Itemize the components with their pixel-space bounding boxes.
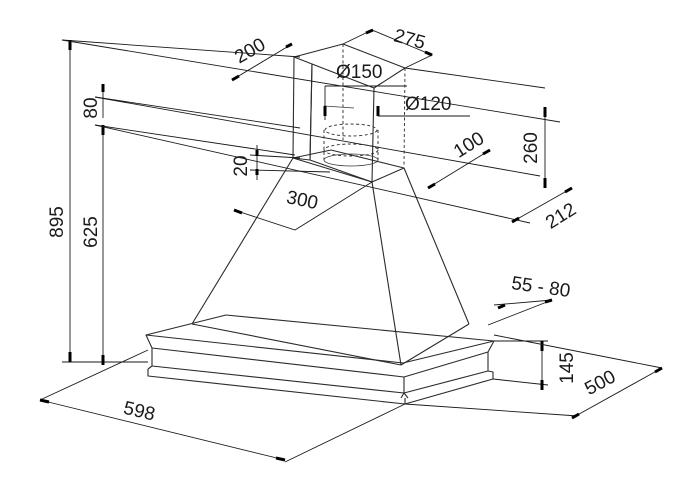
label-overall-height: 895 [47,206,68,238]
label-outlet-span: 300 [284,187,319,214]
dimension-labels: 895 80 625 200 275 Ø150 Ø120 260 100 212… [47,25,619,425]
label-rim-height: 145 [557,352,578,384]
label-chimney-height: 260 [521,132,542,164]
dimension-lines [39,28,663,463]
label-canopy-height: 625 [81,216,102,248]
label-chimney-height-min: 80 [81,97,102,118]
label-collar-height: 20 [231,155,252,176]
label-chimney-depth: 200 [231,34,269,68]
label-outlet-diameter-small: Ø120 [405,94,451,115]
label-chimney-to-wall: 212 [542,199,580,234]
label-chimney-offset: 100 [450,128,488,163]
base-rim [145,314,495,405]
label-rim-projection: 55 - 80 [510,273,572,302]
outlet-collar [323,123,379,167]
label-chimney-width: 275 [391,25,427,53]
label-outlet-diameter-large: Ø150 [336,62,382,83]
canopy [191,157,470,366]
